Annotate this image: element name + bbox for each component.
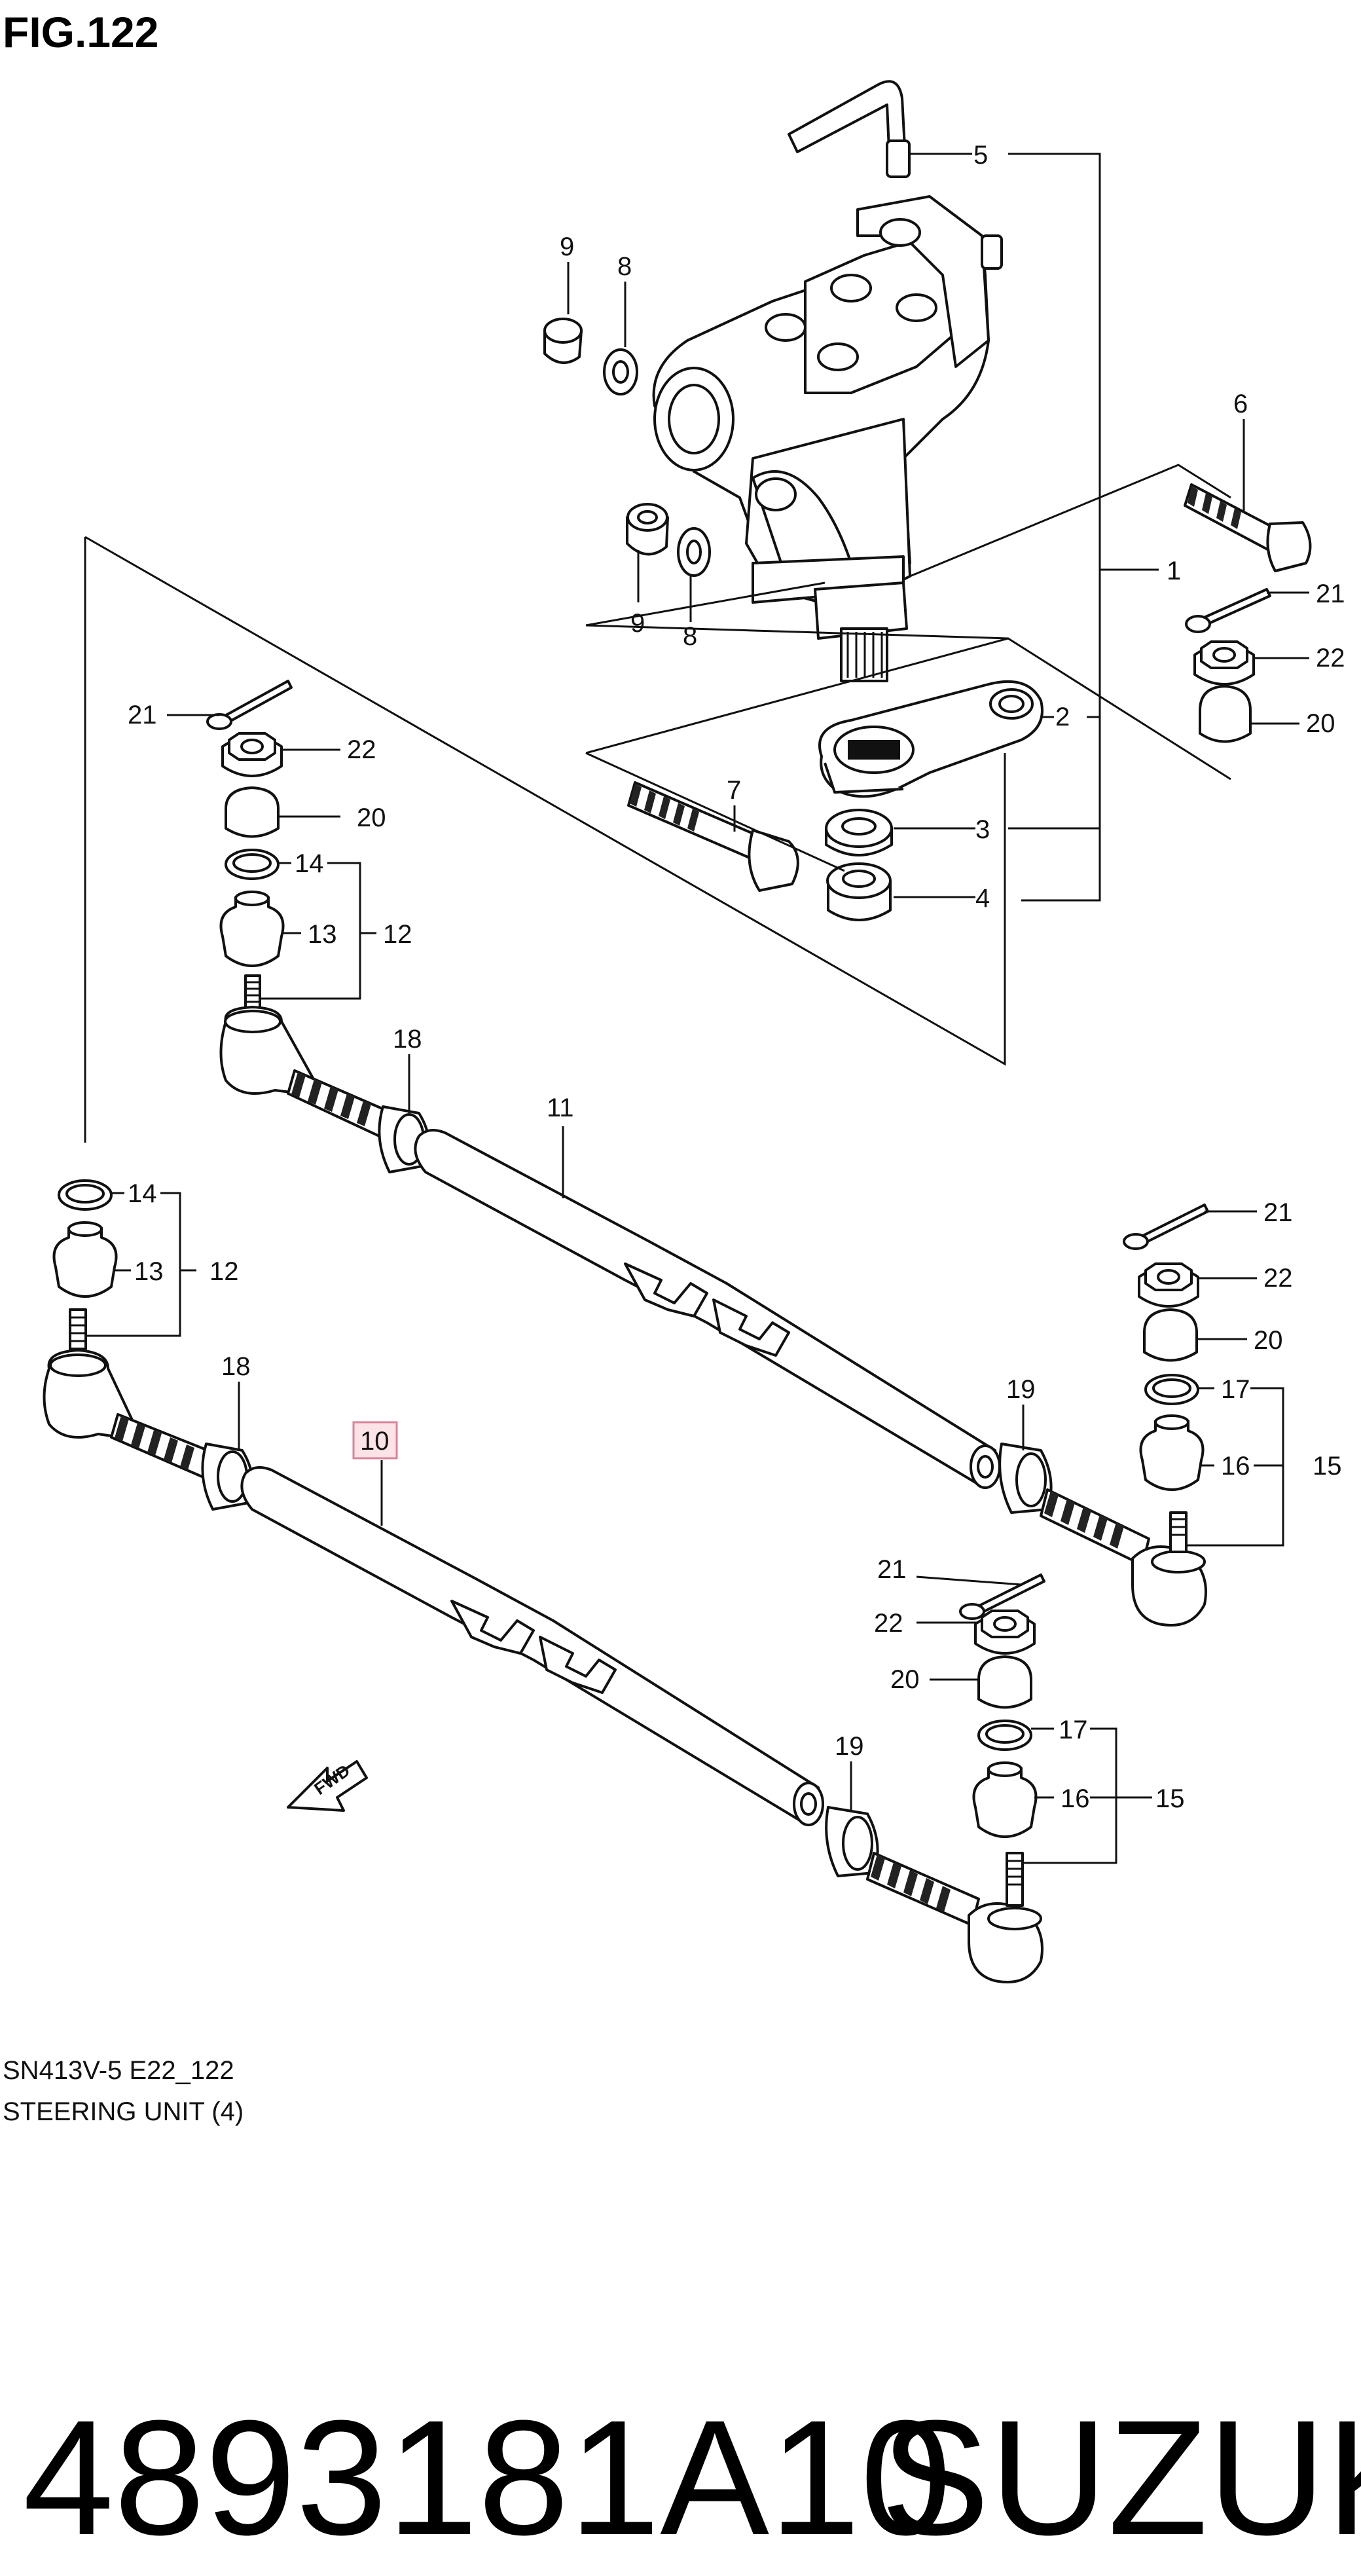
callout-3: 3 bbox=[975, 815, 990, 844]
callout-12-b: 12 bbox=[209, 1257, 239, 1286]
dust-boot-13-b bbox=[52, 1221, 118, 1298]
callout-22-a: 22 bbox=[1316, 644, 1345, 672]
part-number: 4893181A10 bbox=[23, 2386, 951, 2569]
washer-8-upper bbox=[603, 348, 638, 396]
upper-threaded-end-left bbox=[287, 1069, 394, 1141]
callout-18-b: 18 bbox=[221, 1352, 251, 1381]
dust-boot-13-a bbox=[219, 891, 285, 967]
callout-17-a: 17 bbox=[1221, 1375, 1250, 1404]
callout-8-upper: 8 bbox=[617, 252, 632, 281]
circlip-17-b bbox=[977, 1720, 1032, 1751]
figure-title: FIG.122 bbox=[3, 8, 158, 56]
callout-19-a: 19 bbox=[1006, 1375, 1036, 1404]
circlip-17-a bbox=[1144, 1374, 1199, 1405]
callout-22-d: 22 bbox=[874, 1609, 903, 1638]
callout-20-d: 20 bbox=[890, 1665, 920, 1694]
callout-7: 7 bbox=[727, 776, 741, 805]
callout-15-b: 15 bbox=[1155, 1784, 1185, 1813]
pitman-arm-nut bbox=[826, 862, 892, 921]
circlip-14-b bbox=[58, 1179, 113, 1211]
callout-labels: 5 1 2 3 4 6 7 9 8 9 8 21 22 20 21 22 20 … bbox=[128, 141, 1345, 1813]
cotter-pin-21-c bbox=[1123, 1204, 1209, 1250]
callout-11: 11 bbox=[547, 1094, 574, 1122]
tie-rod-end-12-upper bbox=[219, 974, 316, 1095]
callout-21-c: 21 bbox=[1263, 1198, 1293, 1227]
callout-20-b: 20 bbox=[357, 803, 386, 832]
callout-13-a: 13 bbox=[308, 920, 337, 949]
tie-rod-end-15-upper bbox=[1131, 1511, 1207, 1627]
cap-nut-20-d bbox=[977, 1655, 1032, 1709]
cotter-pin-21-d bbox=[959, 1573, 1045, 1620]
callout-10: 10 bbox=[360, 1427, 390, 1456]
circlip-14-a bbox=[225, 849, 280, 880]
adjusting-tube-11-upper bbox=[414, 1129, 1001, 1489]
callout-6: 6 bbox=[1233, 390, 1248, 418]
figure-code: SN413V-5 E22_122 bbox=[3, 2056, 234, 2085]
lower-threaded-end-right bbox=[866, 1852, 980, 1926]
callout-21-a: 21 bbox=[1316, 580, 1345, 608]
dust-boot-16-b bbox=[972, 1761, 1038, 1838]
cotter-pin-21-a bbox=[1185, 588, 1271, 633]
callout-15-a: 15 bbox=[1313, 1452, 1342, 1481]
callout-14-b: 14 bbox=[128, 1179, 157, 1208]
mounting-bolt-7 bbox=[627, 781, 799, 892]
callout-22-c: 22 bbox=[1263, 1264, 1293, 1293]
callout-16-a: 16 bbox=[1221, 1452, 1250, 1481]
callout-22-b: 22 bbox=[347, 735, 376, 764]
tie-rod-end-15-lower bbox=[968, 1852, 1043, 1983]
lower-threaded-end-left bbox=[110, 1413, 217, 1481]
nut-9-upper bbox=[543, 318, 583, 364]
clamp-19-upper bbox=[998, 1443, 1053, 1514]
callout-9-lower: 9 bbox=[630, 609, 645, 638]
callout-9-upper: 9 bbox=[560, 232, 574, 261]
dust-boot-16-a bbox=[1139, 1414, 1205, 1491]
castle-nut-22-d bbox=[974, 1610, 1036, 1655]
callout-2: 2 bbox=[1055, 703, 1070, 731]
callout-20-a: 20 bbox=[1306, 709, 1335, 738]
forward-arrow-icon: FWD bbox=[287, 1760, 368, 1812]
tie-rod-end-12-lower bbox=[43, 1308, 136, 1439]
figure-name: STEERING UNIT (4) bbox=[3, 2097, 244, 2126]
callout-14-a: 14 bbox=[295, 849, 324, 878]
callout-12-a: 12 bbox=[383, 920, 412, 949]
callout-19-b: 19 bbox=[835, 1732, 864, 1761]
highlight-box-part-10 bbox=[352, 1421, 398, 1460]
clamp-19-lower bbox=[825, 1806, 879, 1877]
callout-20-c: 20 bbox=[1254, 1326, 1283, 1355]
lock-washer bbox=[825, 809, 893, 856]
callout-16-b: 16 bbox=[1061, 1784, 1090, 1813]
castle-nut-22-a bbox=[1193, 640, 1255, 686]
cap-nut-20-c bbox=[1143, 1308, 1198, 1362]
pitman-arm bbox=[818, 680, 1043, 798]
cap-nut-20-b bbox=[225, 786, 280, 838]
callout-5: 5 bbox=[973, 141, 988, 170]
callout-18-a: 18 bbox=[393, 1025, 422, 1054]
callout-21-d: 21 bbox=[877, 1555, 907, 1584]
callout-21-b: 21 bbox=[128, 701, 157, 729]
nut-9-lower bbox=[626, 503, 669, 556]
castle-nut-22-b bbox=[221, 732, 283, 777]
callout-4: 4 bbox=[975, 884, 990, 913]
washer-8-lower bbox=[677, 527, 711, 577]
cotter-pin-21-b bbox=[206, 680, 293, 730]
mounting-bolt-6 bbox=[1184, 483, 1312, 572]
clamp-18-lower bbox=[201, 1443, 254, 1511]
brand-name: SUZUKI bbox=[880, 2386, 1361, 2569]
upper-threaded-end-right bbox=[1040, 1488, 1150, 1566]
adjusting-tube-10-lower bbox=[240, 1466, 824, 1826]
callout-13-b: 13 bbox=[134, 1257, 164, 1286]
callout-8-lower: 8 bbox=[683, 622, 697, 651]
leader-lines bbox=[84, 153, 1309, 1864]
steering-gear-box bbox=[652, 80, 1003, 682]
callout-1: 1 bbox=[1167, 557, 1181, 585]
callout-17-b: 17 bbox=[1059, 1716, 1088, 1744]
cap-nut-20-a bbox=[1199, 685, 1252, 743]
castle-nut-22-c bbox=[1138, 1262, 1199, 1308]
